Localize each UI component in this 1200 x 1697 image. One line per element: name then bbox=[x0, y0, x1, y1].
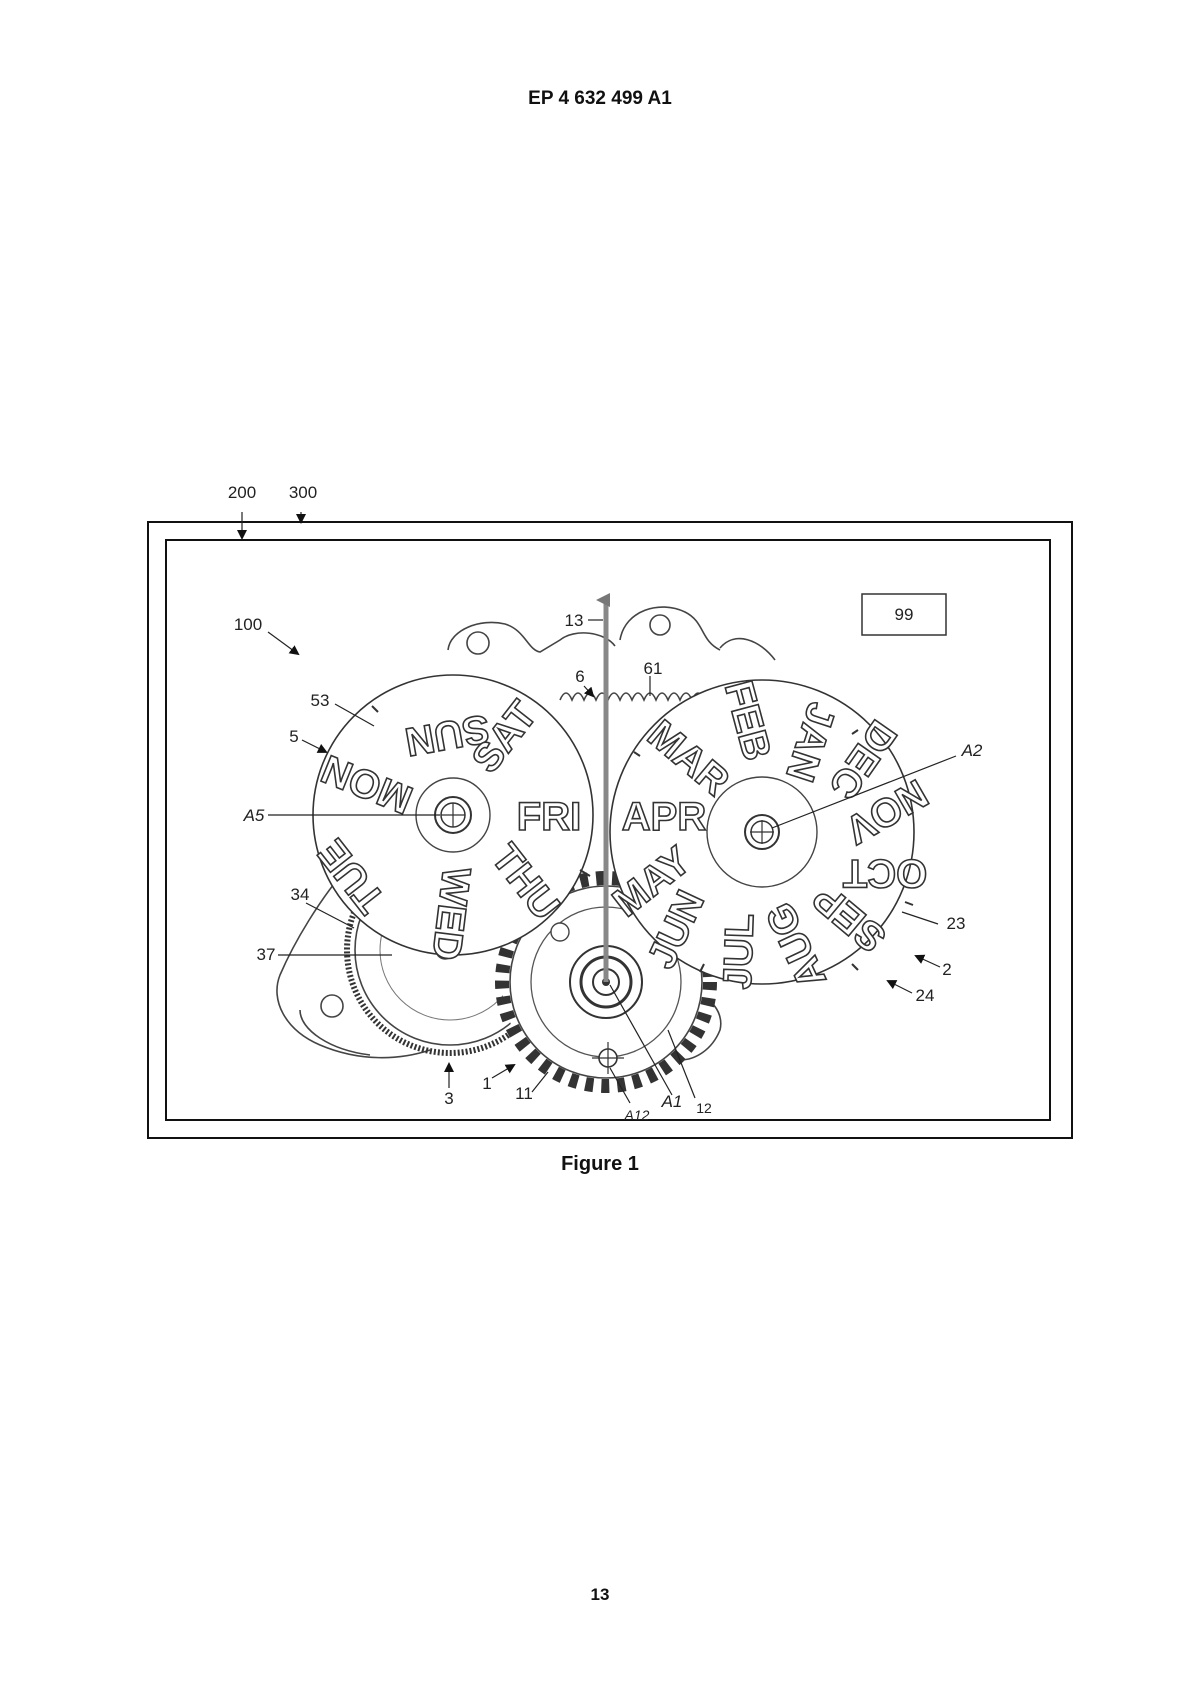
ref-5: 5 bbox=[289, 727, 298, 746]
ref-37: 37 bbox=[257, 945, 276, 964]
page-number: 13 bbox=[590, 1585, 610, 1604]
box-99 bbox=[861, 593, 947, 636]
box-99-label: 99 bbox=[895, 605, 914, 624]
ref-a5: A5 bbox=[243, 806, 265, 825]
ref-200: 200 bbox=[228, 483, 256, 502]
ref-34: 34 bbox=[291, 885, 310, 904]
ref-1: 1 bbox=[482, 1074, 491, 1093]
ref-11: 11 bbox=[515, 1084, 533, 1103]
ref-300: 300 bbox=[289, 483, 317, 502]
ref-61: 61 bbox=[644, 659, 663, 678]
ref-12: 12 bbox=[696, 1100, 712, 1116]
ref-a1: A1 bbox=[661, 1092, 683, 1111]
wheel-6 bbox=[559, 692, 705, 703]
ref-24: 24 bbox=[916, 986, 935, 1005]
ref-13: 13 bbox=[565, 611, 584, 630]
month-oct: OCT bbox=[843, 851, 927, 895]
figure-caption: Figure 1 bbox=[561, 1153, 639, 1175]
outer-frame bbox=[147, 521, 1073, 1139]
ref-100: 100 bbox=[234, 615, 262, 634]
month-disc-2: JAN FEB MAR APR MAY JUN JUL AUG SEP OCT … bbox=[604, 676, 936, 996]
weekday-fri: FRI bbox=[517, 795, 581, 839]
ref-3: 3 bbox=[444, 1089, 453, 1108]
ref-23: 23 bbox=[947, 914, 966, 933]
ref-a2: A2 bbox=[961, 741, 983, 760]
ref-2: 2 bbox=[942, 960, 951, 979]
month-jul: JUL bbox=[716, 913, 763, 990]
leader-lines bbox=[237, 512, 957, 1104]
mechanism-plate bbox=[276, 606, 776, 1061]
ref-53: 53 bbox=[311, 691, 330, 710]
reference-numerals: 200 300 100 13 6 61 53 5 A5 A2 34 37 23 … bbox=[228, 483, 983, 1123]
ref-a12: A12 bbox=[624, 1107, 650, 1123]
inner-frame bbox=[165, 539, 1051, 1121]
publication-number: EP 4 632 499 A1 bbox=[528, 88, 672, 109]
ref-6: 6 bbox=[575, 667, 584, 686]
month-apr: APR bbox=[622, 795, 707, 839]
